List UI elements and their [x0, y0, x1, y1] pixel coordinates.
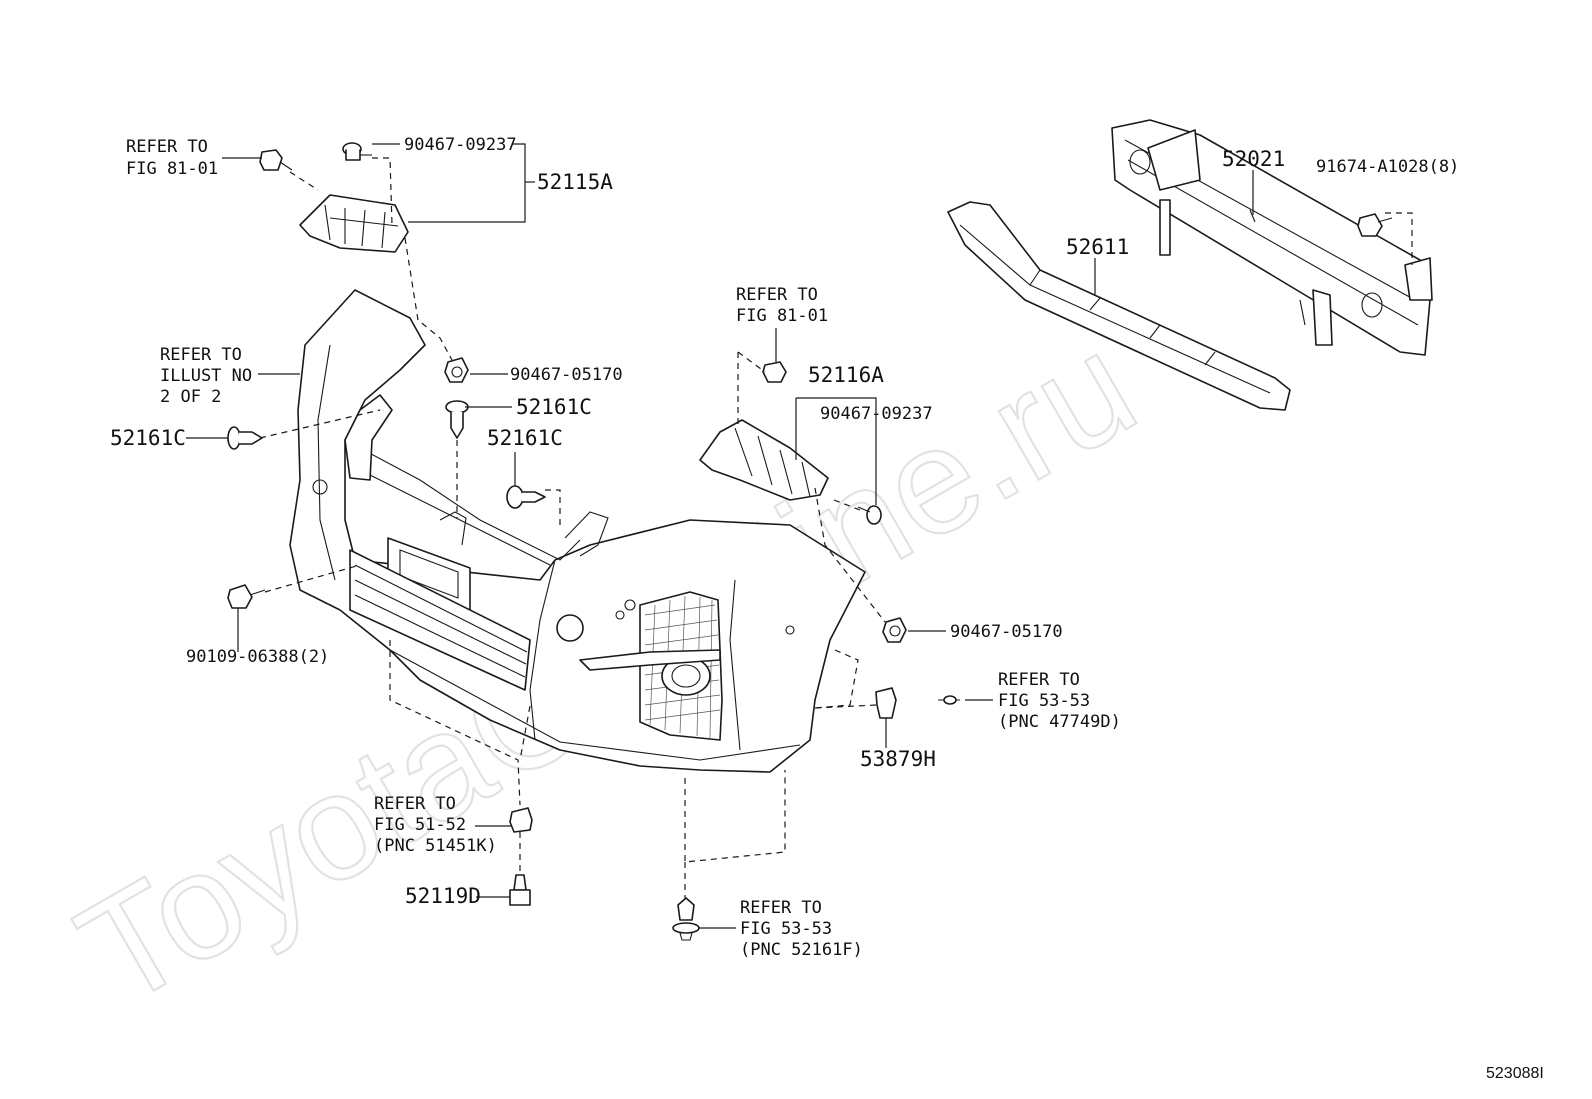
bracket-52116A [699, 419, 829, 501]
ref-label: FIG 53-53 [998, 691, 1090, 711]
part-number-label: 52119D [405, 884, 481, 908]
screw-icon [259, 149, 293, 171]
ref-label: FIG 81-01 [736, 306, 828, 326]
clip-icon [882, 617, 907, 643]
ref-label: REFER TO [160, 345, 242, 365]
part-number-label: 90467-09237 [404, 135, 517, 155]
dashed-lines [259, 157, 1413, 898]
part-number-label: 91674-A1028(8) [1316, 157, 1459, 177]
leader-lines [186, 143, 1254, 929]
part-number-label: 90467-05170 [510, 365, 623, 385]
bolt-icon [227, 584, 266, 609]
part-number-label: 90467-09237 [820, 404, 933, 424]
callout-labels: REFER TO FIG 81-01 90467-09237 52115A RE… [110, 135, 1544, 1082]
clip-icon [672, 897, 700, 941]
part-number-label: 52611 [1066, 235, 1129, 259]
part-number-label: 52116A [808, 363, 884, 387]
part-number-label: 52021 [1222, 147, 1285, 171]
part-number-label: 52161C [516, 395, 592, 419]
ref-label: REFER TO [126, 137, 208, 157]
part-number-label: 52161C [110, 426, 186, 450]
clip-icon [857, 505, 882, 525]
clip-icon [342, 142, 372, 161]
part-number-label: 52161C [487, 426, 563, 450]
screw-icon [509, 874, 531, 906]
ref-label: (PNC 52161F) [740, 940, 863, 960]
part-number-label: 52115A [537, 170, 613, 194]
part-number-label: 53879H [860, 747, 936, 771]
figure-id: 523088I [1486, 1065, 1544, 1082]
clip-icon [444, 357, 469, 383]
nut-icon [509, 807, 533, 833]
sensor-retainer-icon [875, 687, 960, 719]
ref-label: FIG 51-52 [374, 815, 466, 835]
ref-label: ILLUST NO [160, 366, 252, 386]
ref-label: (PNC 47749D) [998, 712, 1121, 732]
ref-label: (PNC 51451K) [374, 836, 497, 856]
ref-label: FIG 81-01 [126, 159, 218, 179]
part-number-label: 90109-06388(2) [186, 647, 329, 667]
ref-label: REFER TO [998, 670, 1080, 690]
screw-icon [762, 361, 787, 383]
bumper-cover [289, 289, 866, 773]
ref-label: FIG 53-53 [740, 919, 832, 939]
bracket-52115A [299, 194, 409, 253]
fasteners [227, 142, 1393, 941]
absorber-52611 [947, 201, 1291, 411]
ref-label: REFER TO [374, 794, 456, 814]
ref-label: REFER TO [740, 898, 822, 918]
clip-icon [506, 485, 546, 509]
bolt-icon [1357, 213, 1393, 237]
ref-label: REFER TO [736, 285, 818, 305]
clip-icon [227, 426, 263, 450]
clip-icon [445, 400, 469, 439]
ref-label: 2 OF 2 [160, 387, 221, 407]
part-number-label: 90467-05170 [950, 622, 1063, 642]
reinforcement-52021 [1111, 119, 1433, 356]
